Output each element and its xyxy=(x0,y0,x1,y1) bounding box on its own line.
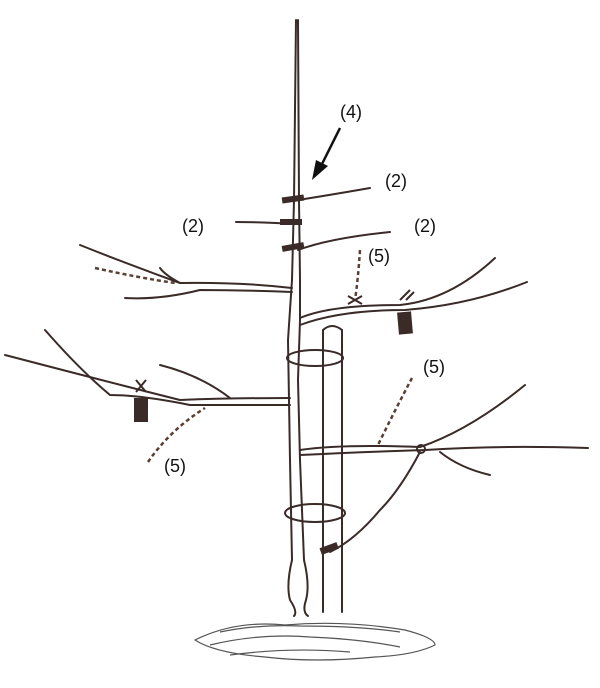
branch-upper-left xyxy=(79,244,293,300)
branch-upper-right xyxy=(299,249,528,335)
label-shoot-right: (2) xyxy=(414,216,436,236)
branch-lower-right xyxy=(299,377,589,555)
label-spreader-right: (5) xyxy=(423,357,445,377)
label-spreader-upper: (5) xyxy=(368,246,390,266)
label-pruning-cut: (4) xyxy=(340,102,362,122)
label-shoot-left: (2) xyxy=(182,216,204,236)
support-stake xyxy=(284,325,346,613)
label-shoot-top-right: (2) xyxy=(385,171,407,191)
ground-scribble xyxy=(193,622,436,661)
label-spreader-left: (5) xyxy=(164,456,186,476)
upper-shoots xyxy=(235,187,391,252)
branch-lower-left xyxy=(4,329,291,463)
arrow-pruning-point xyxy=(312,127,342,180)
trunk xyxy=(286,19,309,617)
